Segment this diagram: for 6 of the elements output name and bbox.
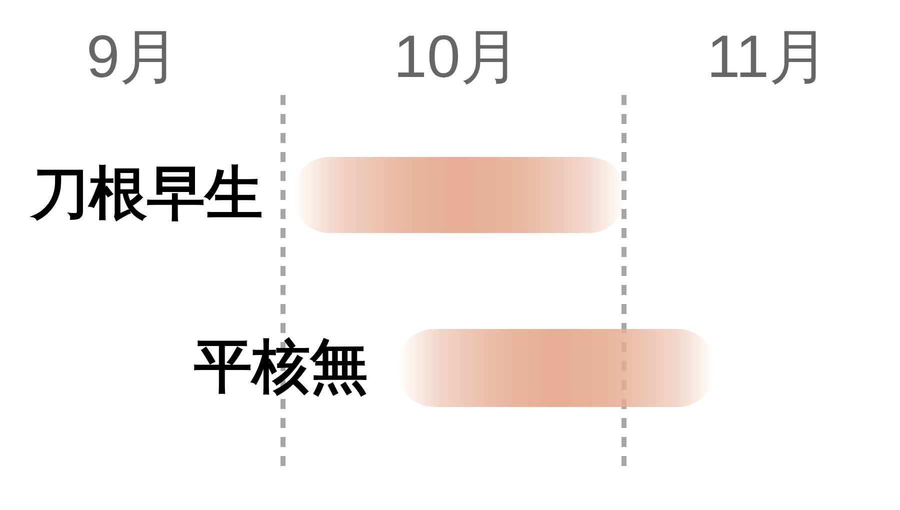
variety-label: 刀根早生: [31, 165, 263, 223]
period-bar: [293, 157, 625, 233]
month-label: 9月: [86, 27, 180, 87]
month-label: 10月: [394, 27, 520, 87]
month-label: 11月: [706, 27, 830, 87]
variety-label: 平核無: [194, 338, 368, 396]
